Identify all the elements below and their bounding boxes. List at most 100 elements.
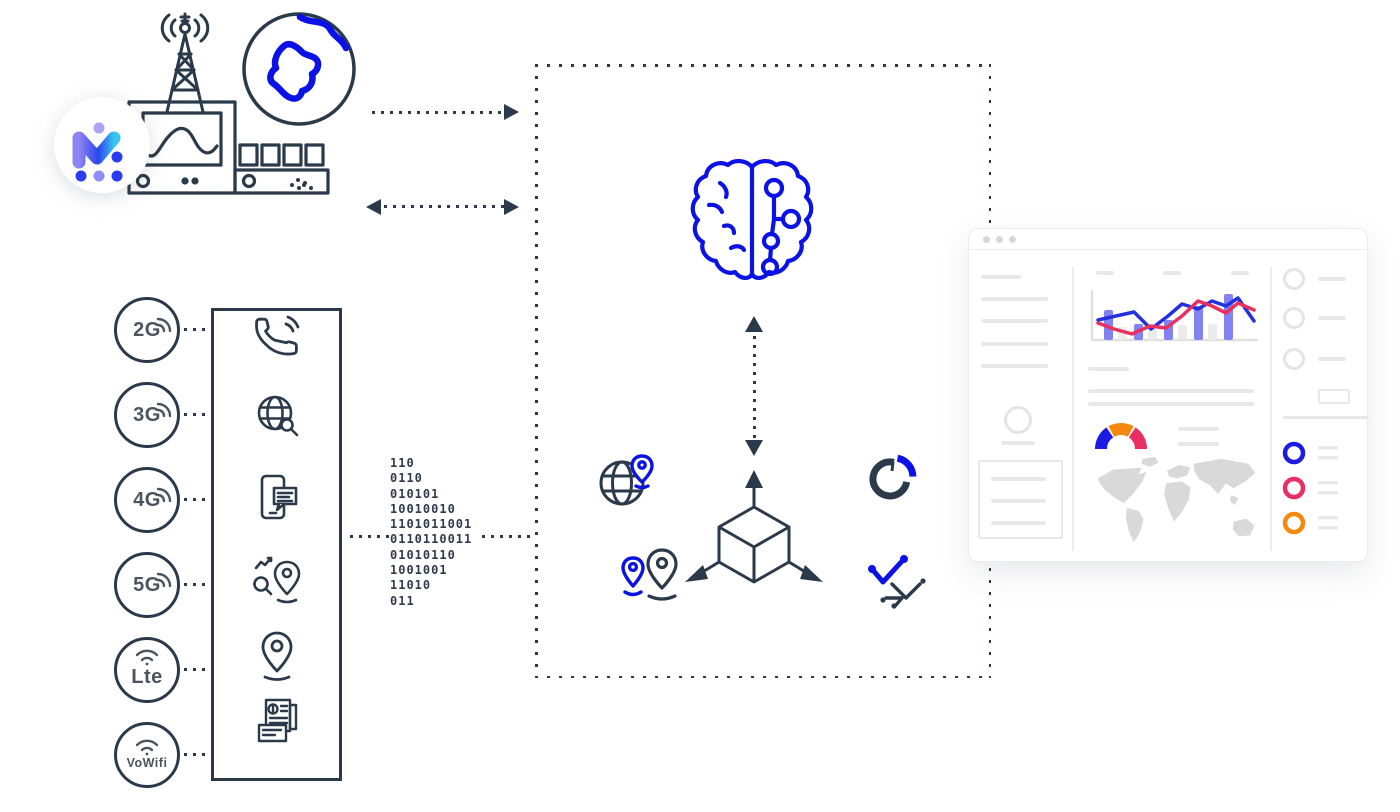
- list-item-avatar: [1283, 268, 1305, 290]
- panel-divider: [1072, 267, 1074, 551]
- connector-dots: [184, 498, 210, 501]
- network-node-label: 2G: [133, 318, 161, 341]
- network-node-4g: 4G: [114, 467, 180, 533]
- data-cube-icon: [685, 470, 823, 584]
- binary-line: 010101: [390, 486, 440, 501]
- text-skeleton-line: [1088, 367, 1129, 371]
- binary-line: 1101011001: [390, 517, 473, 532]
- connector-dots: [184, 413, 210, 416]
- sidebar-skeleton-line[interactable]: [981, 364, 1048, 368]
- tab-placeholder[interactable]: [1163, 271, 1181, 275]
- globe-icon: [242, 12, 356, 126]
- text-skeleton-line: [1088, 402, 1254, 406]
- network-node-label: VoWifi: [126, 755, 168, 770]
- text-skeleton-line: [1088, 389, 1254, 393]
- data-feed-dots: [350, 535, 392, 538]
- binary-line: 10010010: [390, 501, 456, 516]
- connector-dots: [184, 583, 210, 586]
- wifi-signal-icon: [135, 739, 159, 755]
- network-node-label: Lte: [131, 666, 163, 688]
- legend-dot-blue: [1282, 441, 1306, 465]
- cellular-signal-icon: [156, 402, 172, 418]
- voice-call-icon: [255, 315, 300, 356]
- window-control-dot[interactable]: [1009, 236, 1016, 243]
- globe-location-icon: [599, 454, 654, 506]
- analytics-location-icon: [253, 556, 301, 604]
- legend-dot-orange: [1282, 511, 1306, 535]
- network-node-label: 4G: [133, 488, 161, 511]
- network-check-icon: [868, 555, 926, 609]
- sms-message-icon: [260, 474, 298, 520]
- legend-dot-red: [1282, 476, 1306, 500]
- connector-dots: [184, 328, 210, 331]
- window-titlebar: [969, 229, 1367, 250]
- brain-ai-icon: [690, 159, 814, 280]
- list-item-line: [1318, 357, 1346, 361]
- sidebar-skeleton-line[interactable]: [981, 342, 1048, 346]
- binary-line: 110: [390, 456, 415, 470]
- sidebar-skeleton-line: [981, 275, 1021, 279]
- m-logo: [54, 97, 150, 193]
- world-map: [1097, 456, 1256, 543]
- tab-placeholder[interactable]: [1096, 271, 1114, 275]
- binary-line: 01010110: [390, 547, 456, 562]
- network-node-label: 5G: [133, 573, 161, 596]
- panel-divider: [1270, 267, 1272, 551]
- window-control-dot[interactable]: [983, 236, 990, 243]
- binary-line: 0110110011: [390, 532, 473, 547]
- list-item-line: [1318, 316, 1346, 320]
- dashboard-window: [968, 228, 1369, 562]
- binary-line: 1001001: [390, 563, 448, 578]
- donut-chart-icon: [869, 454, 917, 500]
- network-node-vowifi: VoWifi: [114, 722, 180, 788]
- location-pins-icon: [621, 548, 678, 601]
- network-node-3g: 3G: [114, 382, 180, 448]
- arrow-down-icon: [745, 440, 763, 456]
- data-type-column: [211, 308, 342, 781]
- binary-line: 011: [390, 593, 415, 608]
- web-browsing-icon: [257, 395, 299, 437]
- radio-tower-icon: [160, 12, 210, 114]
- window-control-dot[interactable]: [996, 236, 1003, 243]
- sidebar-skeleton-line[interactable]: [981, 297, 1048, 301]
- connector-dots: [184, 668, 210, 671]
- arrow-up-icon: [745, 316, 763, 332]
- tab-placeholder[interactable]: [1231, 271, 1249, 275]
- connector-dots: [184, 753, 210, 756]
- arrow-left-icon: [366, 199, 381, 215]
- network-node-5g: 5G: [114, 552, 180, 618]
- location-pin-icon: [261, 631, 293, 681]
- arrow-right-icon: [504, 199, 519, 215]
- flow-arrow-line: [752, 336, 756, 438]
- list-item-line: [1318, 277, 1346, 281]
- network-node-2g: 2G: [114, 297, 180, 363]
- section-divider: [1283, 416, 1369, 419]
- card-skeleton-line: [991, 499, 1046, 503]
- card-skeleton-line: [991, 521, 1046, 525]
- cellular-signal-icon: [156, 317, 172, 333]
- text-skeleton-line: [1178, 427, 1219, 431]
- avatar: [1004, 406, 1032, 434]
- text-skeleton-line: [1178, 442, 1219, 446]
- flow-arrow-line: [372, 111, 504, 114]
- cellular-signal-icon: [156, 572, 172, 588]
- flow-arrow-line: [384, 205, 504, 208]
- gauge-chart: [1094, 423, 1148, 450]
- binary-line: 0110: [390, 471, 423, 486]
- network-node-lte: Lte: [114, 637, 180, 703]
- bar-line-chart: [1090, 290, 1258, 342]
- binary-line: 11010: [390, 578, 432, 593]
- card-skeleton-line: [991, 477, 1046, 481]
- network-node-label: 3G: [133, 403, 161, 426]
- sidebar-skeleton-line[interactable]: [981, 319, 1048, 323]
- wifi-signal-icon: [135, 649, 159, 666]
- billing-invoice-icon: [257, 698, 298, 743]
- list-item-avatar: [1283, 348, 1305, 370]
- cellular-signal-icon: [156, 487, 172, 503]
- binary-data-stream: 110 0110 010101 10010010 1101011001 0110…: [390, 456, 472, 609]
- button-placeholder[interactable]: [1318, 389, 1350, 404]
- data-feed-dots: [482, 535, 530, 538]
- arrow-right-icon: [504, 104, 519, 120]
- chart-legend: [1282, 441, 1338, 535]
